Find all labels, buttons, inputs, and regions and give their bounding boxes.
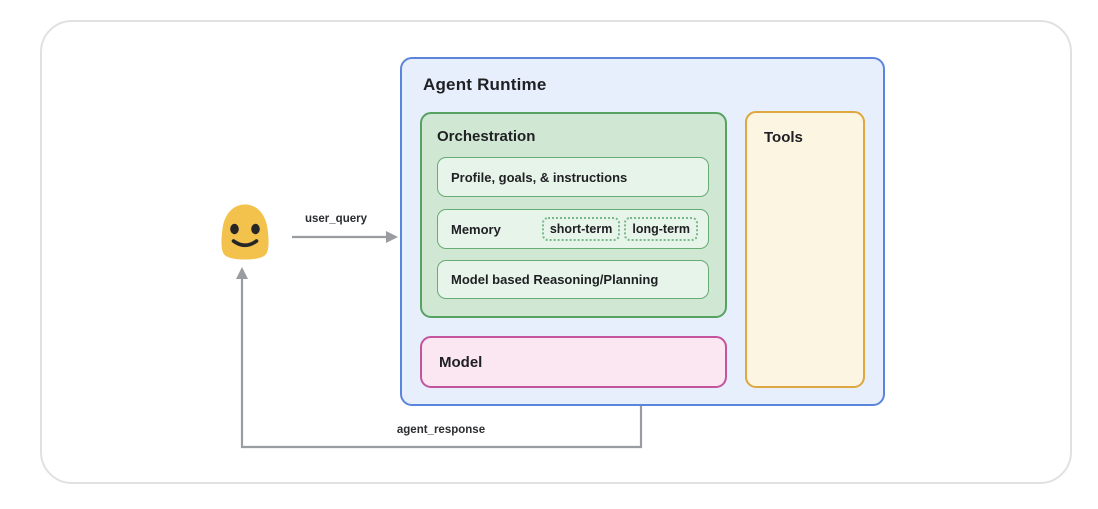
user-smiley-emoji (213, 202, 277, 262)
edge-label-agent-response: agent_response (396, 424, 486, 436)
edge-label-user-query: user_query (304, 213, 367, 225)
memory-box: Memory short-term long-term (437, 209, 709, 249)
model-label: Model (439, 353, 483, 371)
tools-label: Tools (764, 129, 803, 146)
profile-goals-instructions-box: Profile, goals, & instructions (437, 157, 709, 197)
memory-label: Memory (451, 221, 501, 237)
orchestration-title: Orchestration (437, 128, 536, 145)
model-based-reasoning-planning-box: Model based Reasoning/Planning (437, 260, 709, 299)
model-based-reasoning-planning-label: Model based Reasoning/Planning (451, 272, 659, 287)
model-box: Model (420, 336, 727, 388)
long-term-tag: long-term (624, 217, 698, 241)
agent-runtime-title: Agent Runtime (423, 75, 547, 94)
smiley-blob-icon (221, 204, 269, 260)
tools-box: Tools (745, 111, 865, 388)
short-term-tag: short-term (541, 217, 621, 241)
profile-goals-instructions-label: Profile, goals, & instructions (451, 169, 628, 185)
